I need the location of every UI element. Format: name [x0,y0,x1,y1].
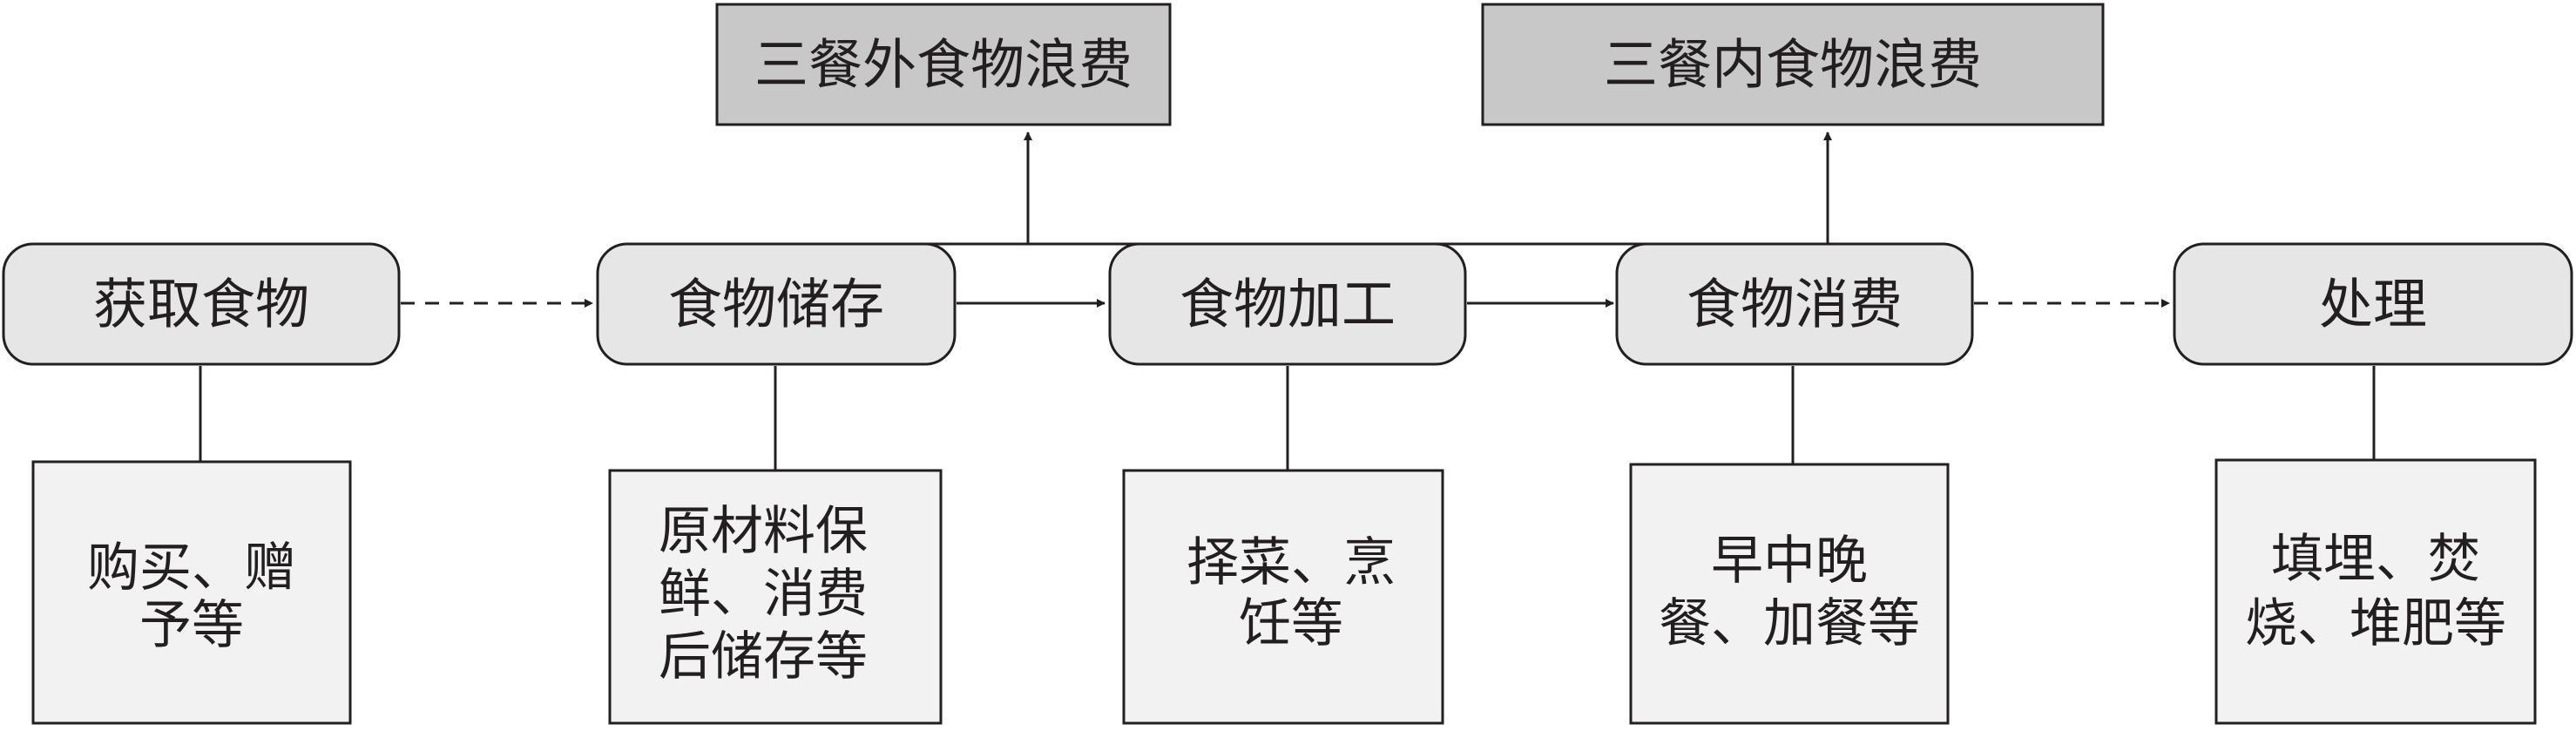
stage-box-consumption: 食物消费 [1615,242,1974,366]
detail-line-consumption-2: 餐、加餐等 [1659,593,1920,654]
stage-box-processing: 食物加工 [1108,242,1467,366]
detail-line-storage-3: 后储存等 [659,626,868,687]
detail-line-consumption-1: 早中晚 [1711,531,1868,592]
detail-line-storage-1: 原材料保 [659,501,868,562]
waste-box-outside-meals: 三餐外食物浪费 [715,3,1172,126]
stage-label-disposal: 处理 [2319,273,2427,336]
waste-box-inside-meals: 三餐内食物浪费 [1481,3,2105,126]
stage-label-acquire: 获取食物 [93,273,309,336]
detail-line-disposal-1: 填埋、焚 [2271,529,2480,590]
stage-box-disposal: 处理 [2173,242,2573,366]
waste-label-inside-meals: 三餐内食物浪费 [1604,33,1982,97]
detail-line-storage-2: 鲜、消费 [659,564,868,625]
detail-line-acquire-1: 购买、赠 [87,538,296,599]
detail-box-acquire: 购买、赠 予等 [31,460,352,725]
stage-box-storage: 食物储存 [596,242,957,366]
detail-line-processing-1: 择菜、烹 [1187,532,1396,593]
detail-box-processing: 择菜、烹 饪等 [1122,469,1444,725]
stage-label-storage: 食物储存 [668,273,884,336]
detail-box-disposal: 填埋、焚 烧、堆肥等 [2214,458,2537,725]
detail-box-consumption: 早中晚 餐、加餐等 [1629,463,1950,725]
detail-box-storage: 原材料保 鲜、消费 后储存等 [608,469,943,725]
stage-box-acquire: 获取食物 [2,242,401,366]
detail-line-disposal-2: 烧、堆肥等 [2245,593,2506,654]
stage-label-processing: 食物加工 [1180,273,1396,336]
detail-line-processing-2: 饪等 [1239,593,1343,654]
detail-line-acquire-2: 予等 [139,595,244,656]
stage-label-consumption: 食物消费 [1687,273,1903,336]
waste-label-outside-meals: 三餐外食物浪费 [754,33,1132,97]
